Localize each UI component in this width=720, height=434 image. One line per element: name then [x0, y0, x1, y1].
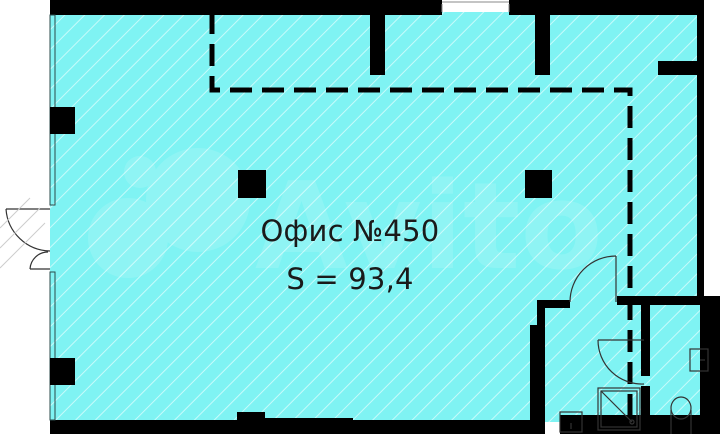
entrance-door: [5, 208, 51, 270]
columns: [50, 107, 552, 385]
room-area: S = 93,4: [286, 262, 414, 296]
bathroom-doors: [569, 255, 645, 385]
room-name: Офис №450: [260, 214, 440, 248]
toilet: [670, 396, 692, 434]
floor-area: [50, 12, 700, 422]
top-window: [441, 1, 510, 12]
column: [50, 358, 75, 385]
column: [238, 170, 266, 198]
outer-walls: [50, 0, 704, 434]
column: [50, 107, 75, 134]
column: [525, 170, 552, 198]
exterior-hatch: [0, 197, 46, 269]
shower-tray: [597, 387, 641, 431]
sink: [689, 348, 709, 372]
zone-boundary-dashed: [209, 12, 633, 420]
sink: [559, 411, 583, 433]
interior-wall-stubs: [370, 12, 700, 75]
